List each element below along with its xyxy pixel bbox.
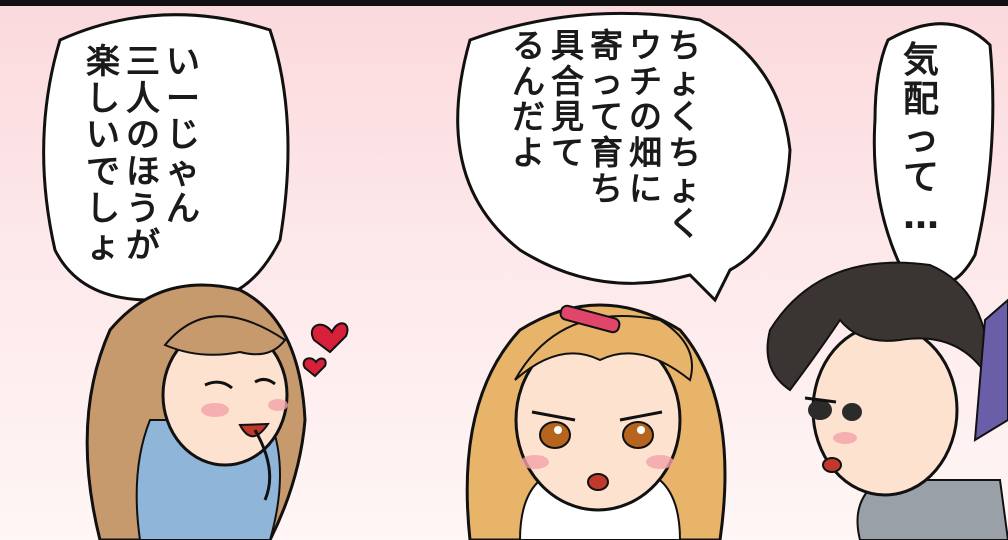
speech-line: 三人のほうが — [126, 44, 160, 264]
speech-glyph: る — [512, 26, 545, 65]
speech-glyph: ん — [166, 188, 200, 229]
speech-glyph: ウ — [629, 26, 662, 65]
speech-glyph: の — [629, 97, 662, 137]
speech-glyph: よ — [512, 132, 545, 172]
speech-glyph: 人 — [126, 78, 160, 119]
speech-glyph: … — [903, 195, 939, 237]
speech-glyph: 具 — [551, 26, 584, 65]
character-right — [766, 261, 1008, 540]
speech-glyph: ょ — [668, 61, 701, 101]
speech-glyph: ん — [512, 61, 545, 101]
speech-bubble-middle — [456, 11, 792, 303]
speech-glyph: て — [551, 132, 584, 172]
speech-glyph: 気 — [903, 40, 940, 81]
speech-text-middle: ちょくちょく ウチの畑に 寄って育ち 具合見て るんだよ — [512, 28, 701, 242]
speech-line: ちょくちょく — [668, 28, 701, 242]
speech-glyph: く — [668, 204, 701, 244]
speech-glyph: い — [166, 42, 200, 82]
speech-glyph: ょ — [668, 168, 701, 208]
speech-glyph: く — [668, 97, 701, 137]
speech-line: るんだよ — [512, 28, 545, 242]
speech-glyph: 合 — [551, 61, 584, 101]
speech-glyph: て — [590, 97, 623, 137]
speech-glyph: 三 — [126, 42, 160, 82]
heart-small-icon — [302, 357, 327, 378]
panel-border-top — [0, 0, 1008, 6]
speech-line: 楽しいでしょ — [86, 44, 120, 264]
heart-icon — [311, 322, 349, 354]
speech-glyph: 畑 — [629, 132, 662, 172]
speech-glyph: っ — [590, 61, 623, 101]
speech-glyph: に — [629, 168, 662, 208]
character-left — [85, 283, 307, 540]
speech-glyph: っ — [903, 117, 940, 159]
speech-glyph: し — [86, 188, 120, 229]
speech-glyph: ー — [166, 78, 200, 119]
speech-glyph: 寄 — [590, 26, 623, 65]
speech-glyph: 配 — [903, 78, 940, 120]
speech-glyph: て — [903, 156, 940, 198]
speech-line: 具合見て — [551, 28, 584, 242]
speech-glyph: ち — [668, 26, 701, 65]
speech-glyph: 見 — [551, 97, 584, 137]
speech-glyph: い — [86, 115, 120, 156]
speech-glyph: じ — [166, 115, 200, 156]
speech-line: いーじゃん — [166, 44, 200, 264]
speech-glyph: ち — [668, 132, 701, 172]
speech-glyph: が — [126, 225, 160, 266]
speech-glyph: だ — [512, 97, 545, 137]
character-middle — [465, 303, 727, 540]
speech-glyph: の — [126, 115, 160, 156]
speech-line: 寄って育ち — [590, 28, 623, 242]
speech-glyph: ょ — [86, 225, 120, 266]
speech-glyph: う — [126, 188, 160, 229]
speech-bubble-left — [42, 13, 290, 335]
speech-text-right: 気配って… — [903, 40, 940, 237]
speech-glyph: し — [86, 78, 120, 119]
speech-glyph: ち — [590, 168, 623, 208]
speech-text-left: いーじゃん 三人のほうが 楽しいでしょ — [86, 44, 200, 264]
speech-glyph: 育 — [590, 132, 623, 172]
speech-glyph: ほ — [126, 152, 160, 193]
speech-line: 気配って… — [903, 40, 940, 237]
speech-glyph: で — [86, 152, 120, 193]
speech-glyph: ゃ — [166, 152, 200, 193]
speech-line: ウチの畑に — [629, 28, 662, 242]
character-edge-right — [973, 298, 1008, 442]
speech-glyph: 楽 — [86, 42, 120, 82]
speech-glyph: チ — [629, 61, 662, 101]
